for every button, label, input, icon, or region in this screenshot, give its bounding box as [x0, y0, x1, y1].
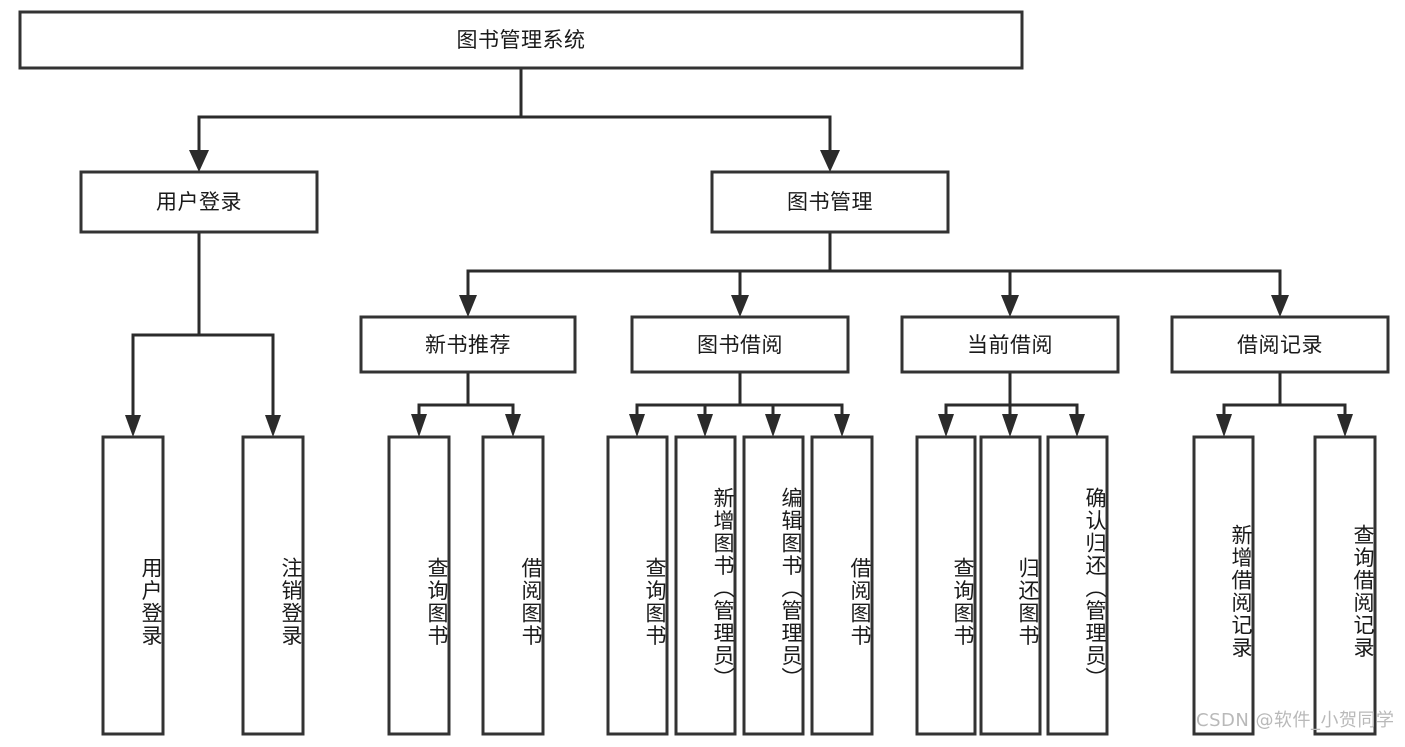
- arrowhead-leaf-query-book-rec: [411, 414, 427, 437]
- node-leaf-borrow-book-box[interactable]: [810, 435, 874, 736]
- node-book-management-box[interactable]: [710, 170, 950, 234]
- arrowhead-new-book-recommend: [459, 295, 477, 317]
- node-leaf-user-login-box[interactable]: [101, 435, 165, 736]
- node-book-management[interactable]: 图书管理: [710, 170, 950, 234]
- node-leaf-query-book-current-box[interactable]: [915, 435, 977, 736]
- arrowhead-leaf-query-book-current: [938, 414, 954, 437]
- node-leaf-borrow-book-rec-box[interactable]: [481, 435, 545, 736]
- node-leaf-add-book-admin-box[interactable]: [674, 435, 737, 736]
- node-book-borrow-label: 图书借阅: [697, 333, 783, 357]
- node-new-book-recommend[interactable]: 新书推荐: [359, 315, 577, 374]
- arrowhead-leaf-add-book-admin: [697, 414, 713, 437]
- node-book-borrow[interactable]: 图书借阅: [630, 315, 850, 374]
- node-leaf-return-book-box[interactable]: [979, 435, 1042, 736]
- node-current-borrow[interactable]: 当前借阅: [900, 315, 1120, 374]
- node-leaf-query-book-borrow-box[interactable]: [606, 435, 669, 736]
- arrowhead-leaf-query-book-borrow: [629, 414, 645, 437]
- arrowhead-leaf-return-book: [1002, 414, 1018, 437]
- arrowhead-leaf-query-borrow-record: [1337, 414, 1353, 437]
- arrowhead-current-borrow: [1001, 295, 1019, 317]
- node-layer: 图书管理系统 用户登录 图书管理 新书推荐 图书借阅 当前: [18, 10, 1390, 736]
- node-user-login-box[interactable]: [79, 170, 319, 234]
- node-current-borrow-label: 当前借阅: [967, 333, 1053, 357]
- node-new-book-recommend-box[interactable]: [359, 315, 577, 374]
- node-user-login[interactable]: 用户登录: [79, 170, 319, 234]
- arrowhead-leaf-borrow-book-rec: [505, 414, 521, 437]
- node-leaf-user-logout-box[interactable]: [241, 435, 305, 736]
- csdn-watermark: CSDN @软件_小贺同学: [1196, 710, 1395, 731]
- node-leaf-confirm-return-admin-box[interactable]: [1046, 435, 1109, 736]
- arrowhead-leaf-borrow-book: [834, 414, 850, 437]
- arrowhead-leaf-edit-book-admin: [765, 414, 781, 437]
- node-root-box[interactable]: [18, 10, 1024, 70]
- node-book-management-label: 图书管理: [787, 190, 873, 214]
- node-root[interactable]: 图书管理系统: [18, 10, 1024, 70]
- node-leaf-query-book-rec-box[interactable]: [387, 435, 451, 736]
- arrowhead-book-management: [820, 150, 840, 172]
- node-root-label: 图书管理系统: [457, 28, 586, 52]
- arrowhead-borrow-record: [1271, 295, 1289, 317]
- connector-layer: [125, 66, 1353, 437]
- node-borrow-record[interactable]: 借阅记录: [1170, 315, 1390, 374]
- node-user-login-label: 用户登录: [156, 190, 242, 214]
- arrowhead-leaf-user-logout: [265, 415, 281, 437]
- node-leaf-add-borrow-record-box[interactable]: [1192, 435, 1255, 736]
- arrowhead-user-login: [189, 150, 209, 172]
- node-leaf-edit-book-admin-box[interactable]: [742, 435, 805, 736]
- node-new-book-recommend-label: 新书推荐: [425, 333, 511, 357]
- node-borrow-record-label: 借阅记录: [1237, 333, 1323, 357]
- arrowhead-book-borrow: [731, 295, 749, 317]
- arrowhead-leaf-confirm-return-admin: [1069, 414, 1085, 437]
- node-borrow-record-box[interactable]: [1170, 315, 1390, 374]
- node-book-borrow-box[interactable]: [630, 315, 850, 374]
- node-leaf-query-borrow-record-box[interactable]: [1313, 435, 1377, 736]
- node-current-borrow-box[interactable]: [900, 315, 1120, 374]
- arrowhead-leaf-add-borrow-record: [1216, 414, 1232, 437]
- arrowhead-leaf-user-login: [125, 415, 141, 437]
